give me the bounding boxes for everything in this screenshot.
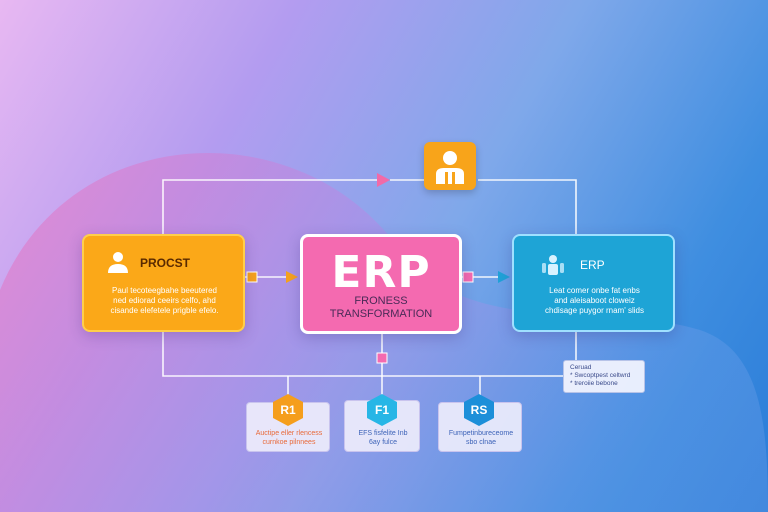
erp-right-text-line: and aleisaboot cloweiz [554,296,635,305]
process-text-line: ned ediorad ceeirs celfo, ahd [113,296,216,305]
person-icon [108,252,128,273]
card-r1[interactable]: Auctipe eller rlencess curnkoe pilnnees [246,402,330,452]
hex-badge-f1: F1 [367,394,397,426]
arrow-head [377,173,390,187]
card-text-line: curnkoe pilnnees [262,439,316,446]
card-text-line: EFS fisfelite Inb [358,430,408,437]
port-square [246,271,258,283]
people-icon [542,255,564,275]
process-box[interactable]: PROCST Paul tecoteegbahe beeutered ned e… [82,234,245,332]
erp-right-text-line: chdisage puygor rnam' slids [545,306,644,315]
hex-badge-r1: R1 [273,394,303,426]
note-line: Ceruad [570,364,592,371]
card-text-line: Auctipe eller rlencess [255,430,323,437]
erp-right-box[interactable]: ERP Leat comer onbe fat enbs and aleisab… [512,234,675,332]
port-square [462,271,474,283]
erp-box[interactable]: ERP FRONESS TRANSFORMATION [300,234,462,334]
hex-badge-rs: RS [464,394,494,426]
card-text-line: Fumpetinbureceome [448,430,514,437]
top-person-icon [424,142,476,190]
card-text-line: 6ay fulce [368,439,398,446]
process-text-line: Paul tecoteegbahe beeutered [112,286,217,295]
card-text-line: sbo clnae [466,439,496,446]
erp-right-title: ERP [580,258,605,272]
process-text-line: cisande elefetele prigble efelo. [110,306,219,315]
process-title: PROCST [140,256,191,270]
port-square [376,352,388,364]
erp-subtitle: FRONESS [354,295,408,307]
arrow-head [286,271,298,283]
erp-title: ERP [331,247,431,298]
note-card: Ceruad * Swcoptpest celtwrd * treroiie b… [563,360,645,393]
note-line: * treroiie bebone [570,380,618,387]
arrow-head [498,271,510,283]
erp-right-text-line: Leat comer onbe fat enbs [549,286,640,295]
note-line: * Swcoptpest celtwrd [570,372,631,379]
erp-subtitle: TRANSFORMATION [329,308,433,320]
